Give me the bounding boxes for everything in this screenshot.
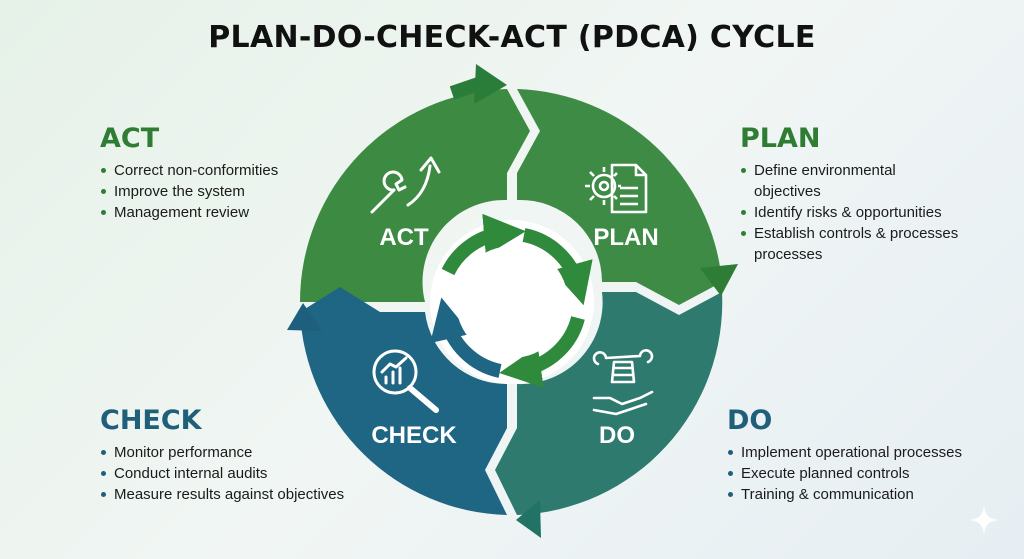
- wheel-label-do: DO: [599, 422, 635, 449]
- do-heading: DO: [727, 405, 773, 436]
- outer-arrow-check-to-act-head: [287, 303, 322, 331]
- hand-wrench-icon: [592, 349, 654, 416]
- outer-arrow-plan-to-do-head: [700, 264, 738, 296]
- do-panel: DO Implement operational processes Execu…: [727, 406, 1007, 505]
- list-item: Measure results against objectives: [100, 484, 390, 505]
- check-heading: CHECK: [100, 405, 202, 436]
- do-segment: [495, 292, 723, 515]
- plan-heading: PLAN: [740, 123, 821, 154]
- check-panel: CHECK Monitor performance Conduct intern…: [100, 406, 390, 505]
- plan-panel: PLAN Define environmental objectives Ide…: [740, 124, 1000, 265]
- page-title: PLAN-DO-CHECK-ACT (PDCA) CYCLE: [208, 20, 816, 55]
- gear-document-icon: [585, 163, 648, 214]
- check-segment: [300, 287, 507, 515]
- list-item: Define environmental objectives: [740, 160, 944, 202]
- plan-list: Define environmental objectives Identify…: [740, 160, 1000, 265]
- inner-arrow-green-top: [441, 213, 526, 276]
- outer-arrow-do-to-check-head: [516, 500, 541, 538]
- list-item: Implement operational processes: [727, 442, 1007, 463]
- outer-arrow-act-to-plan-head: [474, 64, 507, 104]
- do-list: Implement operational processes Execute …: [727, 442, 1007, 505]
- act-heading: ACT: [100, 123, 160, 154]
- wheel-label-plan: PLAN: [593, 224, 658, 251]
- list-item: Correct non-conformities: [100, 160, 330, 181]
- list-item: Training & communication: [727, 484, 1007, 505]
- inner-arrow-blue-left: [430, 297, 502, 378]
- list-item: Execute planned controls: [727, 463, 1007, 484]
- list-item: Identify risks & opportunities: [740, 202, 1000, 223]
- wrench-arrow-icon: [370, 156, 441, 214]
- inner-arrow-blue-bottom: [499, 316, 585, 388]
- plan-segment: [517, 89, 722, 305]
- list-item: Monitor performance: [100, 442, 390, 463]
- list-item: Establish controls & processes processes: [740, 223, 1004, 265]
- list-item: Management review: [100, 202, 330, 223]
- list-item: Conduct internal audits: [100, 463, 390, 484]
- inner-arrow-green-right: [522, 228, 593, 306]
- check-list: Monitor performance Conduct internal aud…: [100, 442, 390, 505]
- wheel-label-check: CHECK: [371, 422, 457, 449]
- wheel-label-act: ACT: [379, 224, 429, 251]
- act-segment: [299, 89, 530, 302]
- list-item: Improve the system: [100, 181, 330, 202]
- sparkle-icon: [969, 505, 999, 535]
- act-list: Correct non-conformities Improve the sys…: [100, 160, 330, 223]
- act-panel: ACT Correct non-conformities Improve the…: [100, 124, 330, 223]
- magnifier-chart-icon: [372, 349, 439, 413]
